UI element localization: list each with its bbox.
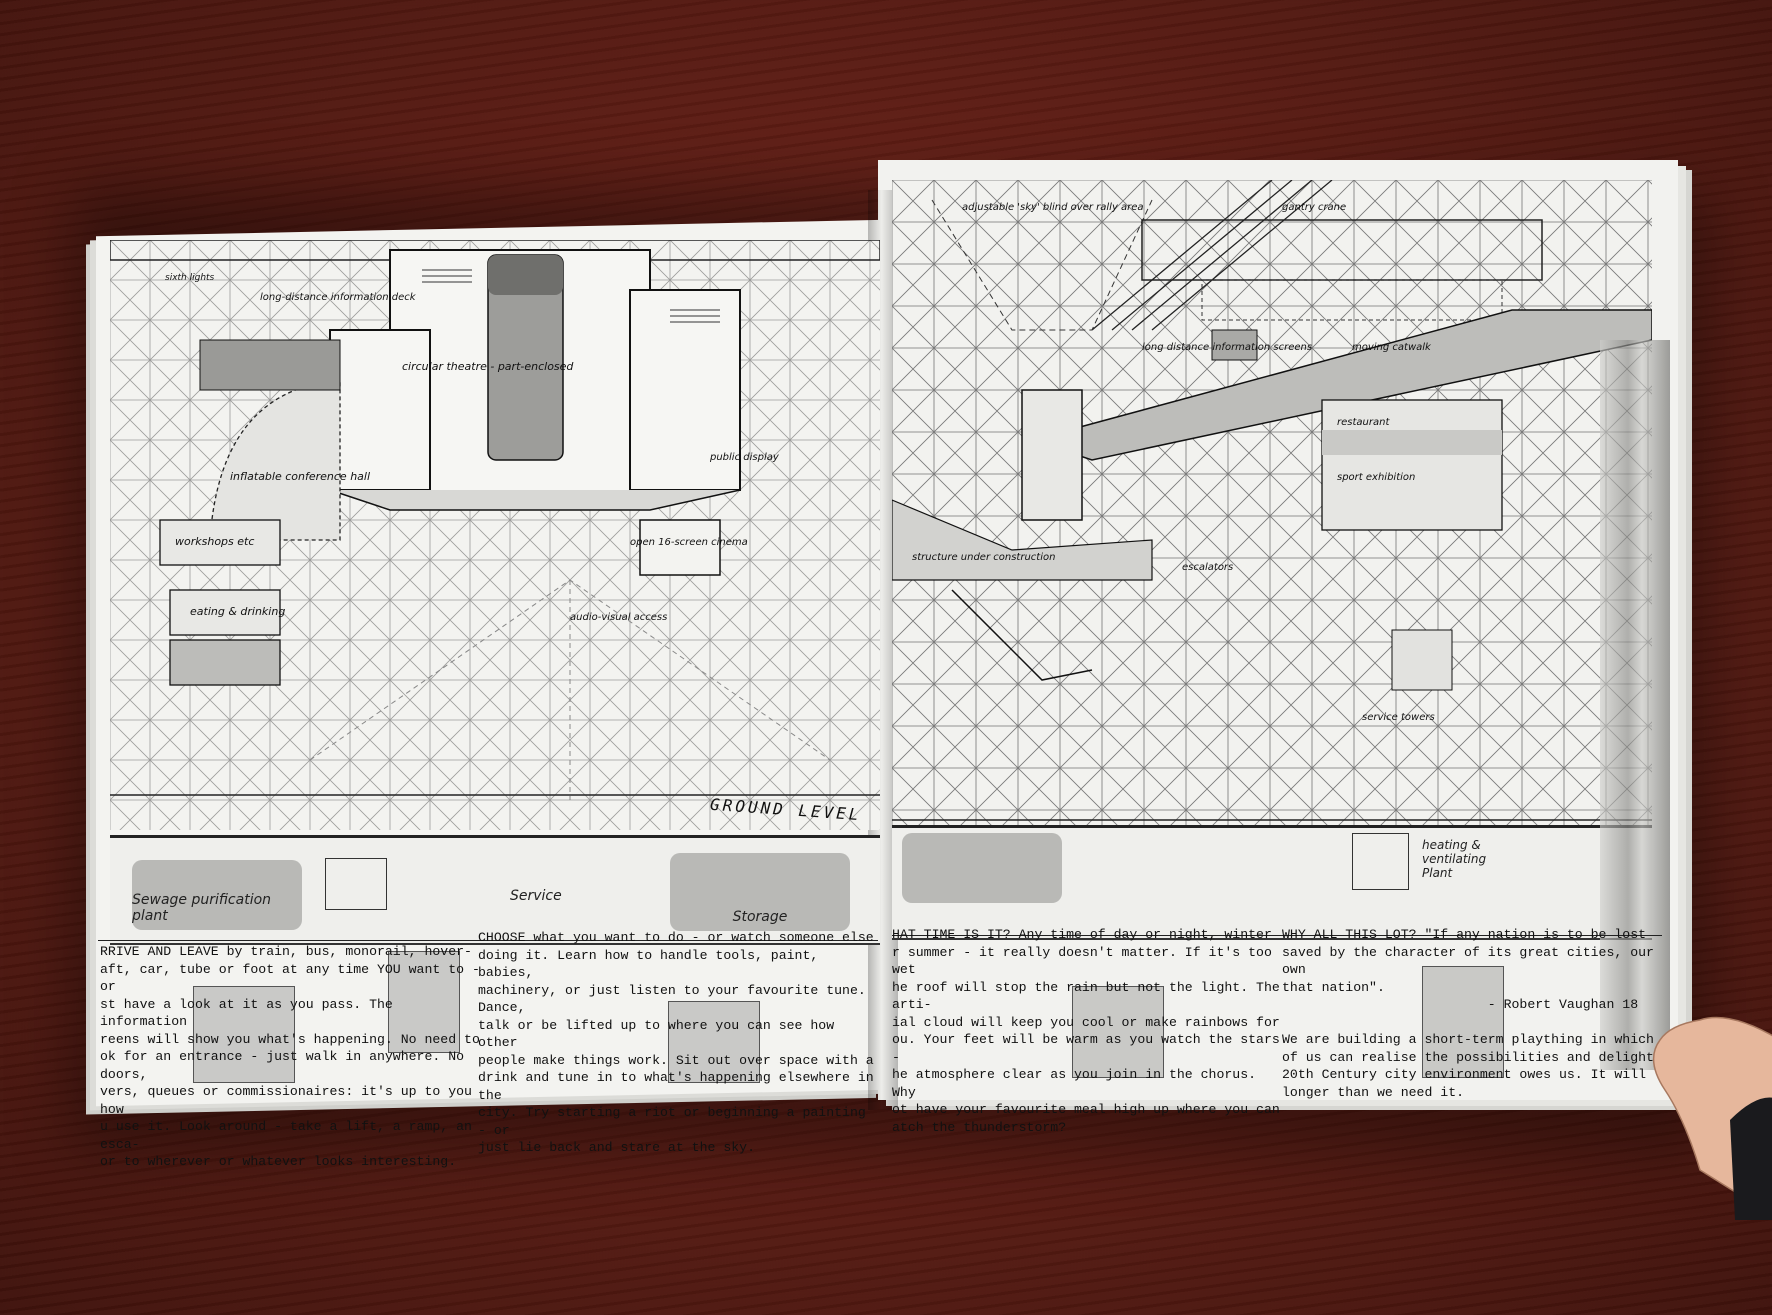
right-architectural-drawing: adjustable 'sky' blind over rally area g… [892,180,1652,830]
label-long-distance-deck: long-distance information deck [260,292,417,303]
label-restaurant: restaurant [1337,417,1390,428]
hand-holding-page [1652,1016,1772,1220]
label-sixth-lights: sixth lights [165,273,215,283]
heating-label: heating & ventilating Plant [1422,838,1487,880]
sewage-plant-room: Sewage purification plant [132,860,302,930]
label-service-towers: service towers [1362,712,1435,723]
text-overlay-box [193,986,295,1083]
left-architectural-drawing: circular theatre - part-enclosed inflata… [110,240,880,830]
crossed-box-right [1352,833,1409,890]
label-circular-theatre: circular theatre - part-enclosed [402,360,574,373]
label-workshops: workshops etc [175,535,254,548]
label-public-display: public display [709,452,780,463]
label-cinema: open 16-screen cinema [630,537,748,548]
text-overlay-box [668,1001,760,1083]
right-basement-section: heating & ventilating Plant [892,825,1652,940]
label-under-construction: structure under construction [912,552,1055,563]
storage-label: Storage [732,909,788,925]
right-text-band: HAT TIME IS IT? Any time of day or night… [892,927,1662,1135]
text-why-all-this-lot: WHY ALL THIS LOT? "If any nation is to b… [1282,927,1662,1100]
left-basement-section: Sewage purification plant Service Storag… [110,835,880,945]
text-overlay-box [388,951,460,1053]
label-sport-exhibition: sport exhibition [1337,472,1415,483]
left-text-band: RRIVE AND LEAVE by train, bus, monorail,… [98,930,878,1169]
service-label: Service [510,888,562,904]
label-sky-blind: adjustable 'sky' blind over rally area [962,202,1144,213]
storage-room: Storage [670,853,850,931]
text-arrive-and-leave: RRIVE AND LEAVE by train, bus, monorail,… [100,944,480,1169]
text-overlay-box [1072,986,1164,1078]
text-overlay-box [1422,966,1504,1078]
label-inflatable-hall: inflatable conference hall [230,470,370,483]
label-moving-catwalk: moving catwalk [1352,342,1432,353]
text-choose: CHOOSE what you want to do - or watch so… [478,930,874,1155]
right-grey-room [902,833,1062,903]
label-audio-visual: audio-visual access [570,612,667,623]
label-escalators: escalators [1182,562,1233,573]
text-what-time: HAT TIME IS IT? Any time of day or night… [892,927,1280,1135]
label-gantry-crane: gantry crane [1282,202,1346,213]
label-information-screens: long distance information screens [1142,342,1312,353]
sewage-label: Sewage purification plant [132,892,272,924]
next-page-photo-edge [1600,340,1670,1070]
label-eating: eating & drinking [190,605,285,618]
circular-theatre-pod [329,249,741,511]
crossed-box [325,858,387,910]
